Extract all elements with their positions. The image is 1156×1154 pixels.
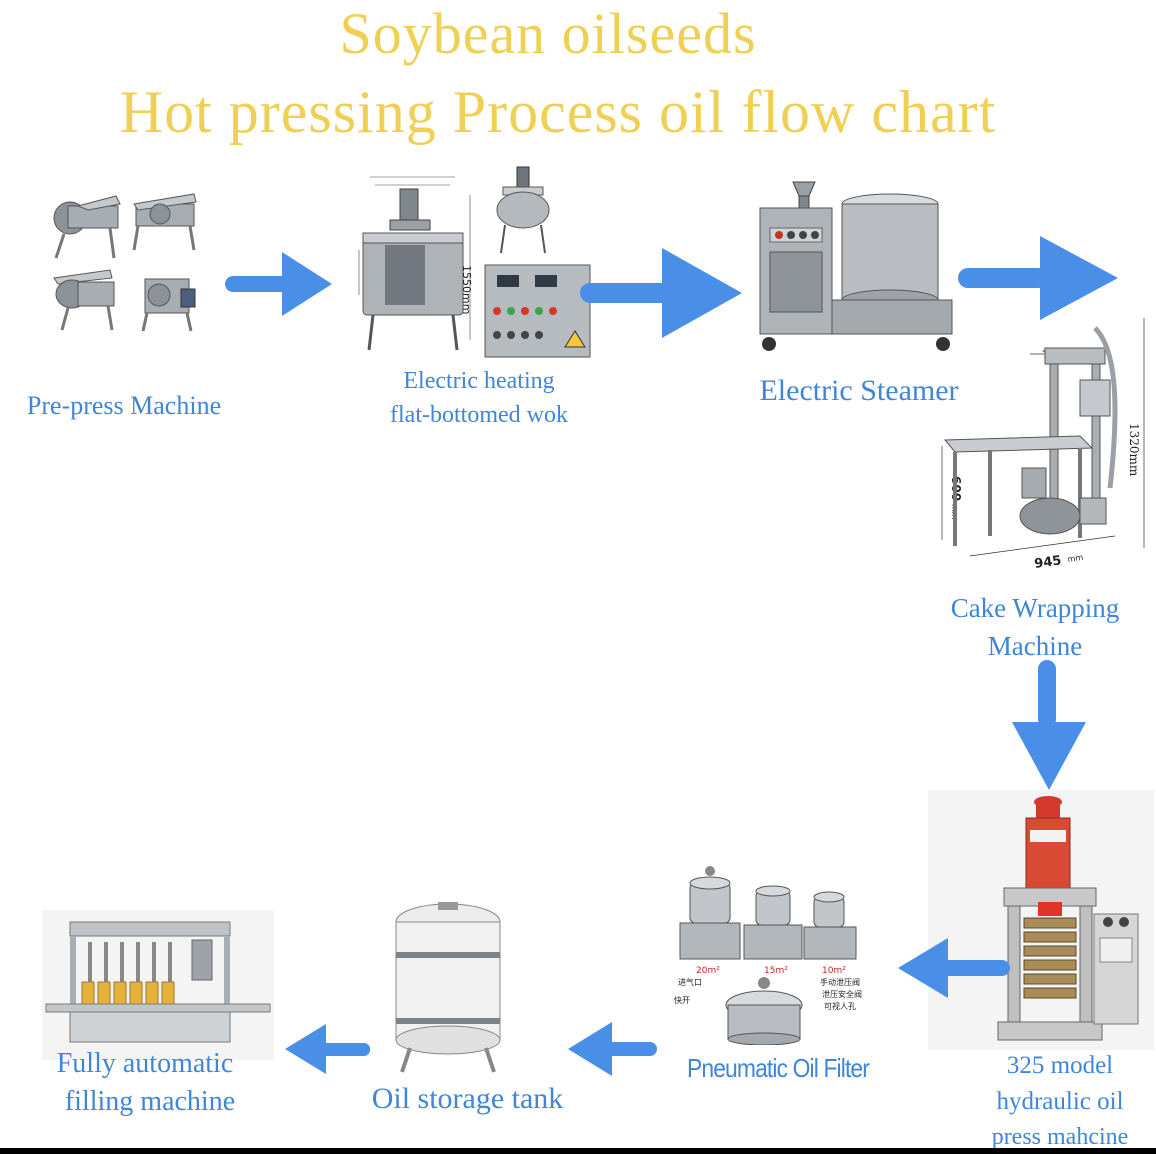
oil-storage-tank-image (388, 900, 513, 1075)
steamer-label: Electric Steamer (759, 374, 959, 407)
filter-area-1: 20m² (696, 966, 720, 976)
pneumatic-filter-image: 20m² 15m² 10m² 进气口 快开 手动泄压阀 泄压安全阀 可视人孔 (672, 865, 882, 1045)
cake-height-dimension: 1320mm (1127, 423, 1141, 477)
press-label-line-1: 325 model (1006, 1052, 1114, 1079)
bottom-border (0, 1148, 1156, 1154)
wok-height-dimension: 1550mm (460, 265, 473, 314)
filter-quick-open-note: 快开 (674, 995, 690, 1005)
cake-wrapping-label-line-1: Cake Wrapping (950, 593, 1120, 623)
arrow-down-icon (1012, 660, 1086, 790)
filling-machine-image (42, 910, 274, 1060)
cake-depth-unit: mm (1067, 553, 1084, 564)
pneumatic-filter-label: Pneumatic Oil Filter (686, 1053, 870, 1083)
arrow-left-2-icon (568, 1022, 657, 1076)
cake-depth-value: 945 (1033, 553, 1062, 572)
title-line-1: Soybean oilseeds (339, 1, 757, 66)
title-line-2: Hot pressing Process oil flow chart (119, 79, 997, 145)
arrow-right-3-icon (958, 236, 1118, 320)
filter-manual-valve-note: 手动泄压阀 (820, 977, 860, 987)
arrow-right-1-icon (225, 252, 332, 316)
filter-area-3: 10m² (822, 966, 846, 976)
hydraulic-press-image (928, 790, 1154, 1050)
cake-wrapping-label-line-2: Machine (987, 631, 1083, 661)
press-label-line-3: press mahcine (991, 1124, 1129, 1150)
filter-inlet-note: 进气口 (678, 977, 702, 987)
pre-press-machine-label: Pre-press Machine (26, 391, 222, 420)
filter-manhole-note: 可视人孔 (824, 1001, 856, 1011)
steamer-image (745, 172, 965, 357)
filter-safety-valve-note: 泄压安全阀 (822, 989, 862, 999)
oil-storage-tank-label: Oil storage tank (371, 1082, 564, 1115)
filling-machine-label-line-2: filling machine (64, 1086, 236, 1117)
cake-wrapping-machine-image: 750mm 1320mm 600 mm 945 mm (930, 318, 1156, 580)
arrow-right-2-icon (580, 248, 742, 338)
press-label-line-2: hydraulic oil (996, 1088, 1124, 1115)
filter-area-2: 15m² (764, 966, 788, 976)
wok-label-line-2: flat-bottomed wok (390, 402, 568, 428)
wok-label-line-1: Electric heating (403, 368, 555, 394)
wok-image: 1550mm (345, 165, 595, 360)
filling-machine-label-line-1: Fully automatic (56, 1048, 234, 1079)
pre-press-machine-image (40, 190, 210, 340)
arrow-left-3-icon (285, 1024, 370, 1074)
